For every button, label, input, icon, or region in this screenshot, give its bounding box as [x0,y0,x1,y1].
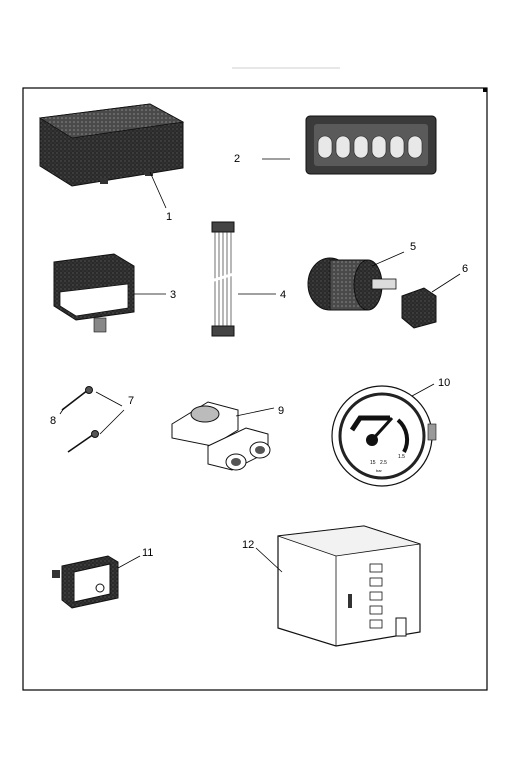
callout-9: 9 [278,405,284,417]
leader-6 [431,273,461,293]
leader-9 [235,407,275,417]
part-4-ribbon-cable [207,221,241,337]
leader-5 [371,251,405,267]
leader-1 [149,171,167,209]
callout-10: 10 [438,377,450,389]
gauge-scale-b: 2.5 [380,460,387,466]
callout-3: 3 [170,289,176,301]
part-3-cap [53,253,135,333]
frame-corner-mark [483,88,487,92]
leader-12 [255,547,283,573]
callout-7: 7 [128,395,134,407]
part-2-keypad [305,115,437,175]
leader-11 [117,555,141,569]
gauge-unit: bar [376,468,382,473]
callout-1: 1 [166,211,172,223]
callout-12: 12 [242,539,254,551]
callout-2: 2 [234,153,240,165]
part-7-8-screws [61,386,99,453]
part-1-cover [38,103,185,187]
leader-7a [95,391,123,407]
leader-8 [59,407,65,415]
part-11-rocker-switch [52,555,119,609]
part-10-pressure-gauge: 15 2.5 1.5 bar [331,385,437,487]
leader-10 [411,383,435,397]
callout-4: 4 [280,289,286,301]
part-12-control-box [277,525,421,647]
part-6-knob [401,287,437,329]
part-9-flow-meter [171,401,271,471]
part-5-rotary-switch [307,257,397,311]
callout-6: 6 [462,263,468,275]
gauge-scale-a: 15 [370,460,376,466]
callout-5: 5 [410,241,416,253]
gauge-scale-c: 1.5 [398,454,405,460]
diagram-frame [22,87,488,691]
leader-7b [99,409,125,435]
callout-11: 11 [142,547,153,559]
callout-8: 8 [50,415,56,427]
